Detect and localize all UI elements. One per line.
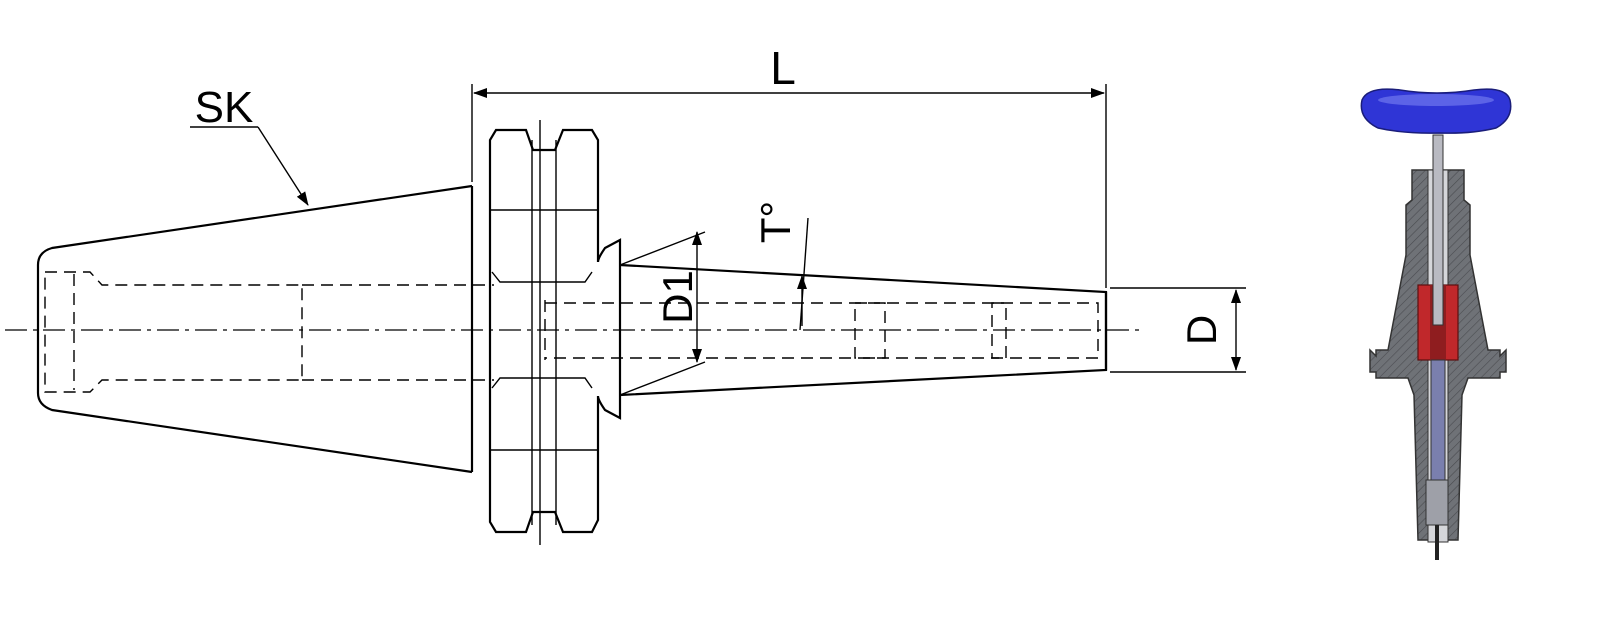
drive-slot-upper — [491, 271, 593, 283]
length-label: L — [770, 42, 796, 94]
relief-groove-1 — [854, 302, 886, 359]
lower-rod — [1430, 359, 1446, 481]
diameter-label: D — [1178, 315, 1225, 345]
taper-label: SK — [195, 83, 254, 132]
inner-diameter-label: D1 — [654, 270, 701, 324]
drive-slot-lower — [491, 377, 593, 389]
rod-end — [1425, 479, 1449, 526]
dimensions: L SK D1 T° D — [190, 42, 1246, 373]
taper-shank-outline — [36, 184, 473, 474]
extension-bore-dashed — [545, 302, 1099, 359]
tool-holder-drawing — [5, 120, 1140, 545]
internal-bore-dashed — [44, 271, 303, 393]
handle-highlight — [1378, 94, 1494, 106]
sk-leader-line — [257, 126, 309, 206]
flange-outline — [488, 128, 622, 534]
cross-section-illustration — [1360, 88, 1512, 560]
relief-groove-2 — [991, 302, 1007, 359]
tool-rod — [1432, 134, 1444, 326]
front-chamfer — [619, 231, 706, 396]
taper-angle-label: T° — [752, 201, 799, 243]
